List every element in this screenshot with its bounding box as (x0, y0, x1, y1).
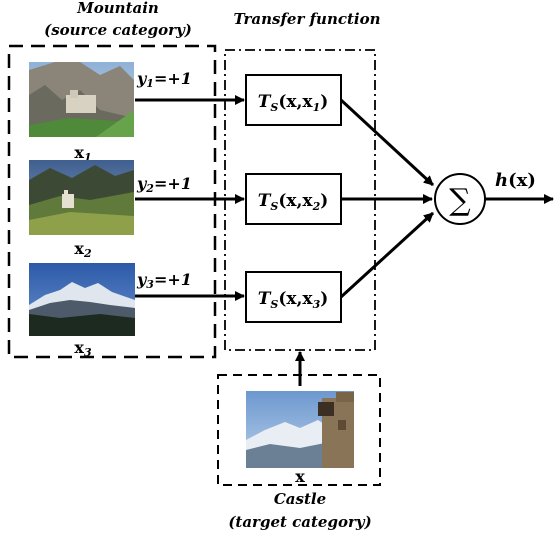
transfer-box-2 (245, 173, 342, 225)
x1-label: x1 (74, 143, 91, 164)
transfer-box-2-text: TS(x,x2) (258, 191, 329, 213)
target-title-line1: Castle (274, 490, 326, 508)
target-title-line2: (target category) (228, 513, 371, 531)
output-label: h(x) (495, 170, 536, 191)
transfer-box-1-text: TS(x,x1) (258, 92, 329, 114)
transfer-box-3-text: TS(x,x3) (258, 289, 329, 311)
target-x-label: x (295, 467, 305, 486)
source-category-box (7, 44, 217, 359)
transfer-box-3 (245, 271, 342, 323)
y3-label: y3=+1 (136, 270, 192, 291)
target-castle-image (246, 391, 354, 468)
source-title-line2: (source category) (44, 21, 192, 39)
mountain-image-3 (29, 263, 135, 336)
x2-label: x2 (74, 239, 92, 260)
y2-label: y2=+1 (136, 174, 192, 195)
transfer-box-1 (245, 74, 342, 126)
arrow-t3-to-sum (339, 211, 435, 299)
x3-label: x3 (74, 338, 92, 359)
mountain-image-2 (29, 160, 134, 235)
sigma-symbol: ∑ (449, 183, 471, 218)
y1-label: y1=+1 (136, 69, 192, 90)
transfer-title: Transfer function (233, 10, 380, 28)
mountain-image-1 (29, 62, 134, 137)
arrow-t1-to-sum (339, 98, 435, 187)
source-title-line1: Mountain (76, 0, 159, 17)
